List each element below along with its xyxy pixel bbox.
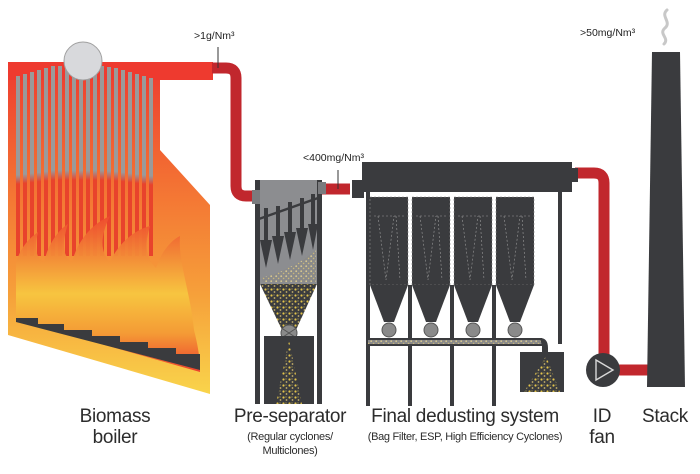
concentration-stack-outlet: >50mg/Nm³ [580,27,636,39]
concentration-boiler-outlet: >1g/Nm³ [194,30,235,42]
label-stack-title: Stack [641,406,689,427]
label-preseparator-sub1: (Regular cyclones/ [247,431,333,443]
label-preseparator-sub2: Multiclones) [262,445,318,457]
grate [16,318,200,370]
label-final-title: Final dedusting system [371,406,559,427]
filter-compartments [369,196,535,286]
label-stack: Stack [634,406,696,427]
concentration-preseparator-outlet: <400mg/Nm³ [303,152,364,164]
label-idfan-line2: fan [589,427,615,448]
boiler-tubes [16,66,153,256]
duct-final-to-idfan [575,167,610,360]
collected-dust [262,250,316,282]
stack [647,8,685,387]
rotary-valves [381,322,523,338]
pre-separator [252,180,326,404]
label-pre-separator: Pre-separator (Regular cyclones/ Multicl… [226,406,354,458]
smoke-wisp [661,8,669,46]
filter-header [362,162,572,192]
duct-boiler-flange [200,62,212,80]
biomass-boiler [8,41,213,394]
label-final-sub: (Bag Filter, ESP, High Efficiency Cyclon… [367,431,563,443]
label-idfan-line1: ID [592,406,612,427]
duct-boiler-to-preseparator [210,62,260,202]
steam-drum [63,41,103,81]
label-preseparator-title: Pre-separator [233,406,347,427]
label-final-dedusting: Final dedusting system (Bag Filter, ESP,… [346,406,584,444]
label-id-fan: ID fan [584,406,620,448]
final-dedusting-system [352,162,578,406]
label-biomass-boiler: Biomass boiler [60,406,170,448]
multiclones [260,194,318,268]
flue-gas-ducts [210,62,652,376]
label-boiler-line1: Biomass [79,406,151,427]
id-fan [586,353,620,387]
label-boiler-line2: boiler [92,427,138,448]
preseparator-hopper [260,284,317,330]
